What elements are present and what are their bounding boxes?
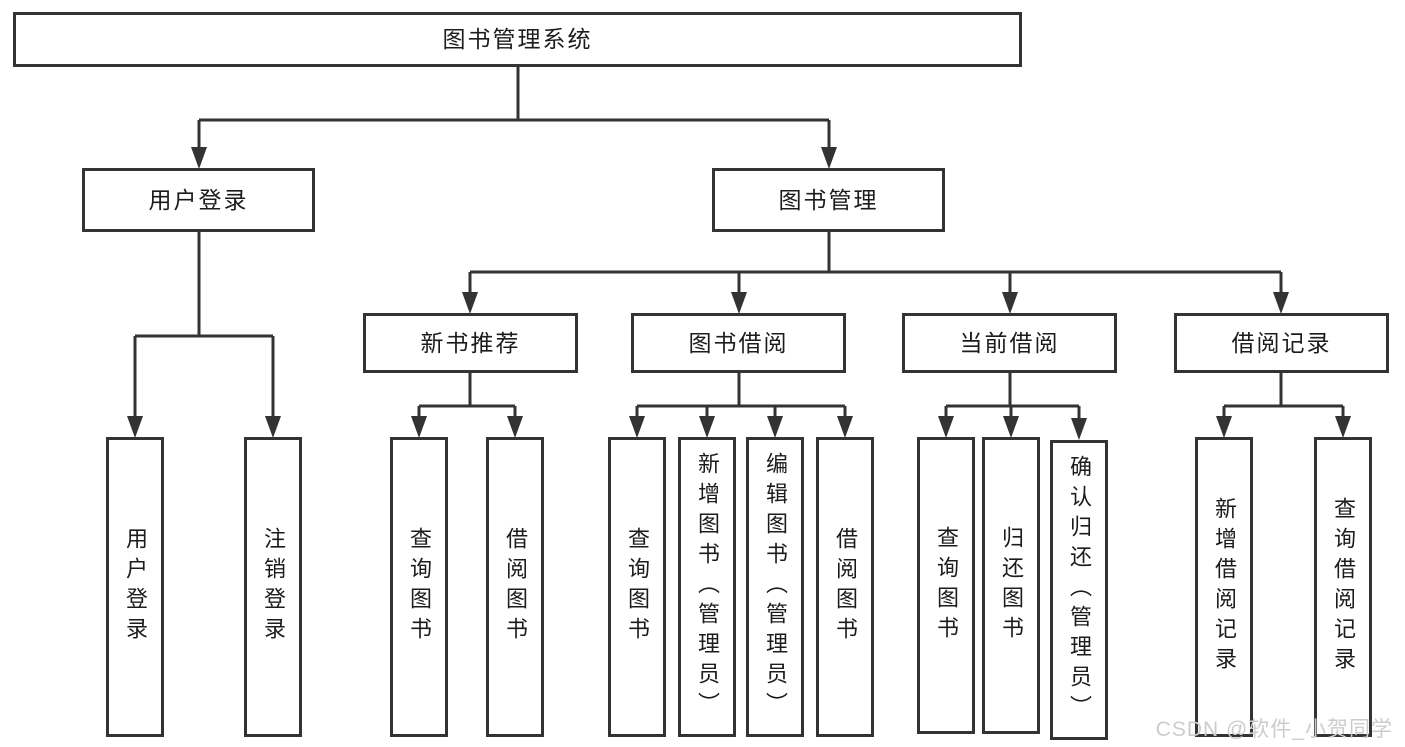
- arrowhead: [507, 416, 523, 438]
- node-borrowing-records: 借阅记录: [1174, 313, 1389, 373]
- node-edit-book-admin: 编辑图书（管理员）: [746, 437, 804, 737]
- node-add-book-admin: 新增图书（管理员）: [678, 437, 736, 737]
- node-return-books: 归还图书: [982, 437, 1040, 734]
- arrowhead: [731, 292, 747, 314]
- csdn-watermark: CSDN @软件_小贺同学: [1155, 718, 1393, 741]
- connector-line: [1222, 373, 1345, 421]
- node-user-login-leaf: 用户登录: [106, 437, 164, 737]
- arrowhead: [411, 416, 427, 438]
- arrowhead: [462, 292, 478, 314]
- connector-book-management-to-level3: [462, 232, 1289, 314]
- connector-user-login-to-leaves: [127, 232, 281, 438]
- node-book-management: 图书管理: [712, 168, 945, 232]
- arrowhead: [191, 147, 207, 169]
- connector-line: [635, 373, 847, 421]
- arrowhead: [127, 416, 143, 438]
- arrowhead: [938, 416, 954, 438]
- node-confirm-return-admin: 确认归还（管理员）: [1050, 440, 1108, 740]
- node-book-borrowing: 图书借阅: [631, 313, 846, 373]
- connector-root-to-level2: [191, 67, 837, 169]
- node-current-borrowing: 当前借阅: [902, 313, 1117, 373]
- connector-line: [197, 67, 831, 150]
- connector-line: [417, 373, 517, 421]
- node-query-books-borrowing: 查询图书: [608, 437, 666, 737]
- connector-line: [133, 232, 275, 420]
- connector-current-borrowing-to-leaves: [938, 373, 1087, 440]
- node-query-books-current: 查询图书: [917, 437, 975, 734]
- node-add-borrow-record: 新增借阅记录: [1195, 437, 1253, 737]
- node-borrow-books-recommend: 借阅图书: [486, 437, 544, 737]
- arrowhead: [1002, 292, 1018, 314]
- node-user-login: 用户登录: [82, 168, 315, 232]
- arrowhead: [699, 416, 715, 438]
- arrowhead: [1335, 416, 1351, 438]
- connector-book-borrowing-to-leaves: [629, 373, 853, 438]
- connector-line: [468, 232, 1283, 295]
- arrowhead: [1273, 292, 1289, 314]
- connector-line: [944, 373, 1081, 423]
- node-query-borrow-record: 查询借阅记录: [1314, 437, 1372, 737]
- arrowhead: [629, 416, 645, 438]
- arrowhead: [1003, 416, 1019, 438]
- connector-borrowing-records-to-leaves: [1216, 373, 1351, 438]
- arrowhead: [821, 147, 837, 169]
- node-query-books-recommend: 查询图书: [390, 437, 448, 737]
- arrowhead: [1071, 418, 1087, 440]
- connector-new-book-recommendation-to-leaves: [411, 373, 523, 438]
- node-logout: 注销登录: [244, 437, 302, 737]
- node-new-book-recommendation: 新书推荐: [363, 313, 578, 373]
- arrowhead: [837, 416, 853, 438]
- arrowhead: [1216, 416, 1232, 438]
- node-library-management-system: 图书管理系统: [13, 12, 1022, 67]
- node-borrow-books-borrowing: 借阅图书: [816, 437, 874, 737]
- arrowhead: [767, 416, 783, 438]
- arrowhead: [265, 416, 281, 438]
